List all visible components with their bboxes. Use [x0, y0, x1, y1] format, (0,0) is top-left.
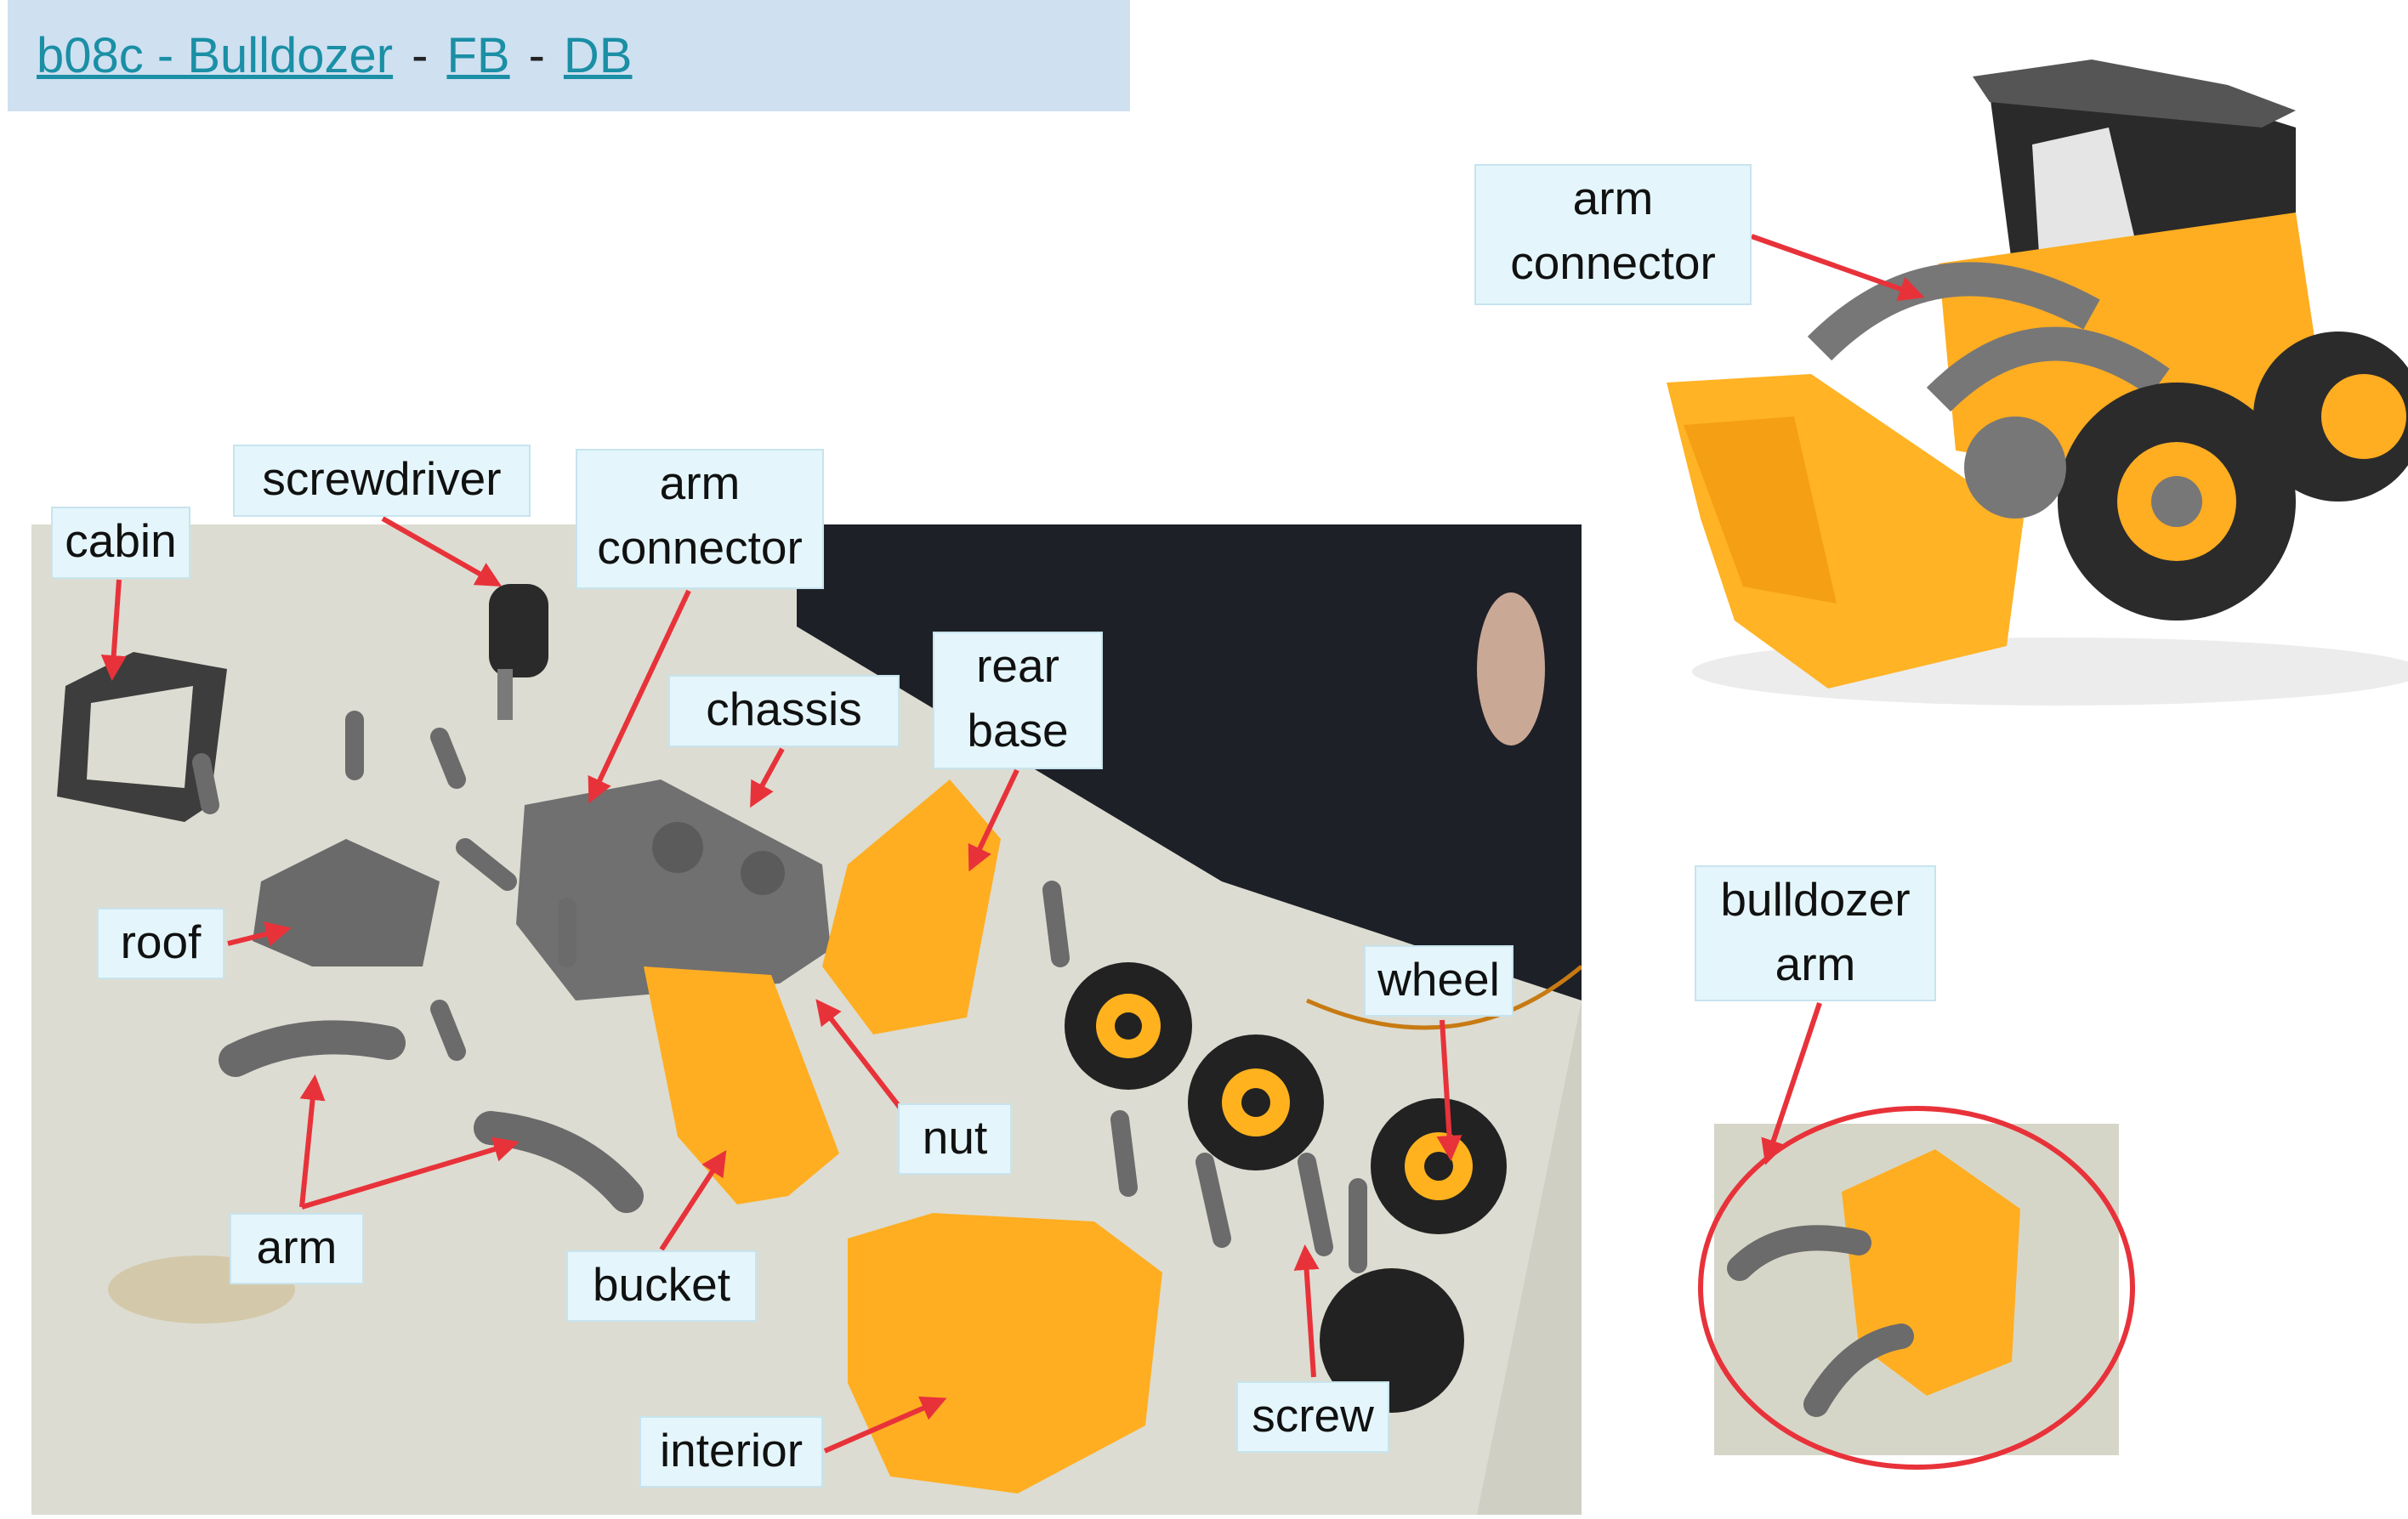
arm-connector-label: arm connector	[576, 449, 824, 589]
label-text: cabin	[65, 514, 177, 567]
label-text: rear	[976, 639, 1059, 692]
rear-base-label: rear base	[933, 632, 1103, 769]
label-text: wheel	[1377, 953, 1500, 1006]
label-text: arm	[1775, 938, 1856, 990]
label-text: interior	[659, 1424, 804, 1476]
label-text: nut	[922, 1111, 988, 1164]
label-text: chassis	[706, 683, 862, 735]
label-text: arm	[256, 1221, 338, 1273]
label-text: roof	[120, 915, 202, 968]
fb-link[interactable]: FB	[446, 28, 510, 83]
nut-label: nut	[898, 1103, 1012, 1175]
cabin-label: cabin	[51, 507, 190, 579]
separator: -	[412, 28, 429, 83]
label-text: screw	[1252, 1389, 1374, 1442]
roof-label: roof	[97, 908, 224, 979]
db-link[interactable]: DB	[563, 28, 633, 83]
separator: -	[528, 28, 545, 83]
label-text: base	[967, 704, 1069, 757]
header-bar: b08c - Bulldozer - FB - DB	[8, 0, 1130, 111]
bulldozer-arm-label: bulldozer arm	[1695, 865, 1936, 1001]
screwdriver-label: screwdriver	[233, 445, 531, 517]
bulldozer-photo	[1616, 60, 2408, 714]
label-text: connector	[1510, 236, 1716, 289]
label-text: connector	[597, 521, 803, 574]
title-link[interactable]: b08c - Bulldozer	[37, 28, 394, 83]
arm-connector-top-label: arm connector	[1474, 164, 1752, 305]
label-text: bulldozer	[1720, 873, 1911, 926]
bulldozer-arm-photo	[1714, 1124, 2119, 1455]
label-text: bucket	[592, 1258, 731, 1311]
label-text: screwdriver	[262, 452, 502, 505]
chassis-label: chassis	[668, 675, 900, 747]
parts-photo	[31, 524, 1582, 1515]
arm-label: arm	[230, 1213, 364, 1284]
screw-label: screw	[1236, 1381, 1389, 1453]
label-text: arm	[659, 456, 741, 509]
wheel-label: wheel	[1364, 945, 1514, 1017]
bucket-label: bucket	[566, 1250, 757, 1322]
label-text: arm	[1572, 172, 1654, 224]
interior-label: interior	[639, 1416, 823, 1488]
